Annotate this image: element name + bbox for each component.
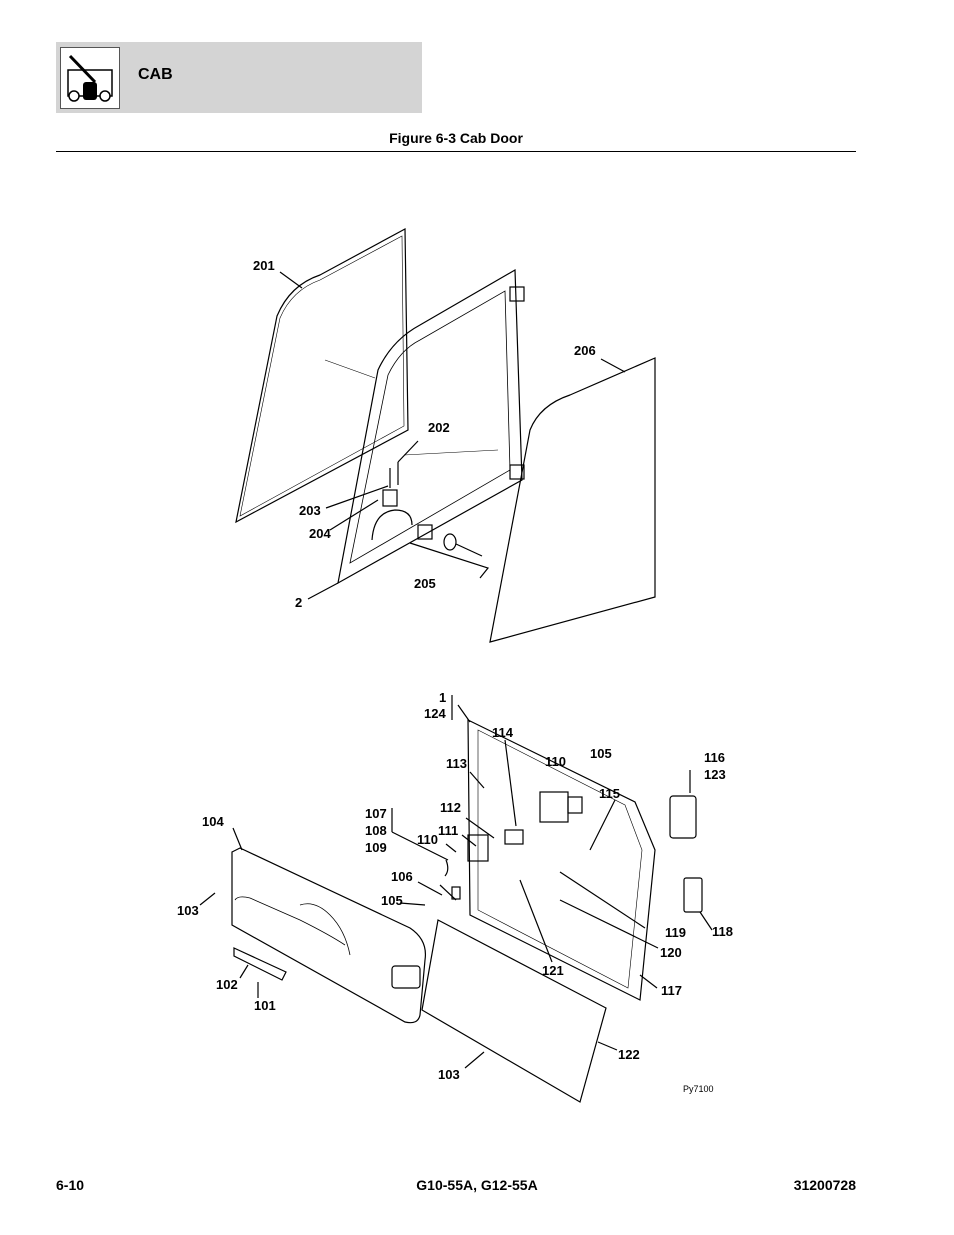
header-rule (56, 151, 856, 152)
callout-203: 203 (299, 503, 321, 518)
machine-icon (60, 47, 120, 109)
callout-204: 204 (309, 526, 331, 541)
callout-117: 117 (661, 983, 682, 998)
callout-103a: 103 (177, 903, 199, 918)
callout-105b: 105 (381, 893, 403, 908)
callout-104: 104 (202, 814, 224, 829)
model-number: G10-55A, G12-55A (416, 1177, 538, 1193)
callout-124: 124 (424, 706, 446, 721)
callout-1: 1 (439, 690, 446, 705)
document-number: 31200728 (793, 1177, 856, 1193)
callout-121: 121 (542, 963, 564, 978)
callout-206: 206 (574, 343, 596, 358)
hinge-bottom (509, 464, 525, 480)
callouts: 201 206 202 203 204 205 2 1 124 114 110 … (177, 258, 733, 1094)
callout-111: 111 (438, 823, 458, 838)
panel-206 (489, 357, 656, 643)
callout-110a: 110 (545, 754, 566, 769)
callout-106: 106 (391, 869, 413, 884)
callout-101: 101 (254, 998, 276, 1013)
figure-title: Figure 6-3 Cab Door (389, 130, 523, 146)
callout-116: 116 (704, 750, 725, 765)
section-title: CAB (138, 66, 173, 83)
door-skin-1 (467, 719, 656, 1001)
callout-105a: 105 (590, 746, 612, 761)
callout-108: 108 (365, 823, 387, 838)
door-frame-2 (337, 268, 523, 585)
page-number: 6-10 (56, 1177, 85, 1193)
callout-2: 2 (295, 595, 302, 610)
figure-code: Py7100 (683, 1084, 714, 1094)
panel-122 (421, 919, 607, 1103)
callout-112: 112 (440, 800, 461, 815)
callout-122: 122 (618, 1047, 640, 1062)
callout-123: 123 (704, 767, 726, 782)
callout-120: 120 (660, 945, 682, 960)
upper-door-assembly (235, 228, 656, 643)
callout-114: 114 (492, 725, 514, 740)
callout-113: 113 (446, 756, 467, 771)
callout-102: 102 (216, 977, 238, 992)
callout-103b: 103 (438, 1067, 460, 1082)
callout-107: 107 (365, 806, 387, 821)
callout-205: 205 (414, 576, 436, 591)
hinge-top (509, 286, 525, 302)
callout-119: 119 (665, 925, 686, 940)
callout-201: 201 (253, 258, 275, 273)
callout-202: 202 (428, 420, 450, 435)
trim-panel-104 (231, 847, 427, 1024)
glass-201 (235, 228, 409, 524)
callout-115: 115 (599, 786, 620, 801)
callout-110b: 110 (417, 832, 438, 847)
callout-109: 109 (365, 840, 387, 855)
callout-118: 118 (712, 924, 733, 939)
lower-door-assembly (199, 695, 713, 1103)
